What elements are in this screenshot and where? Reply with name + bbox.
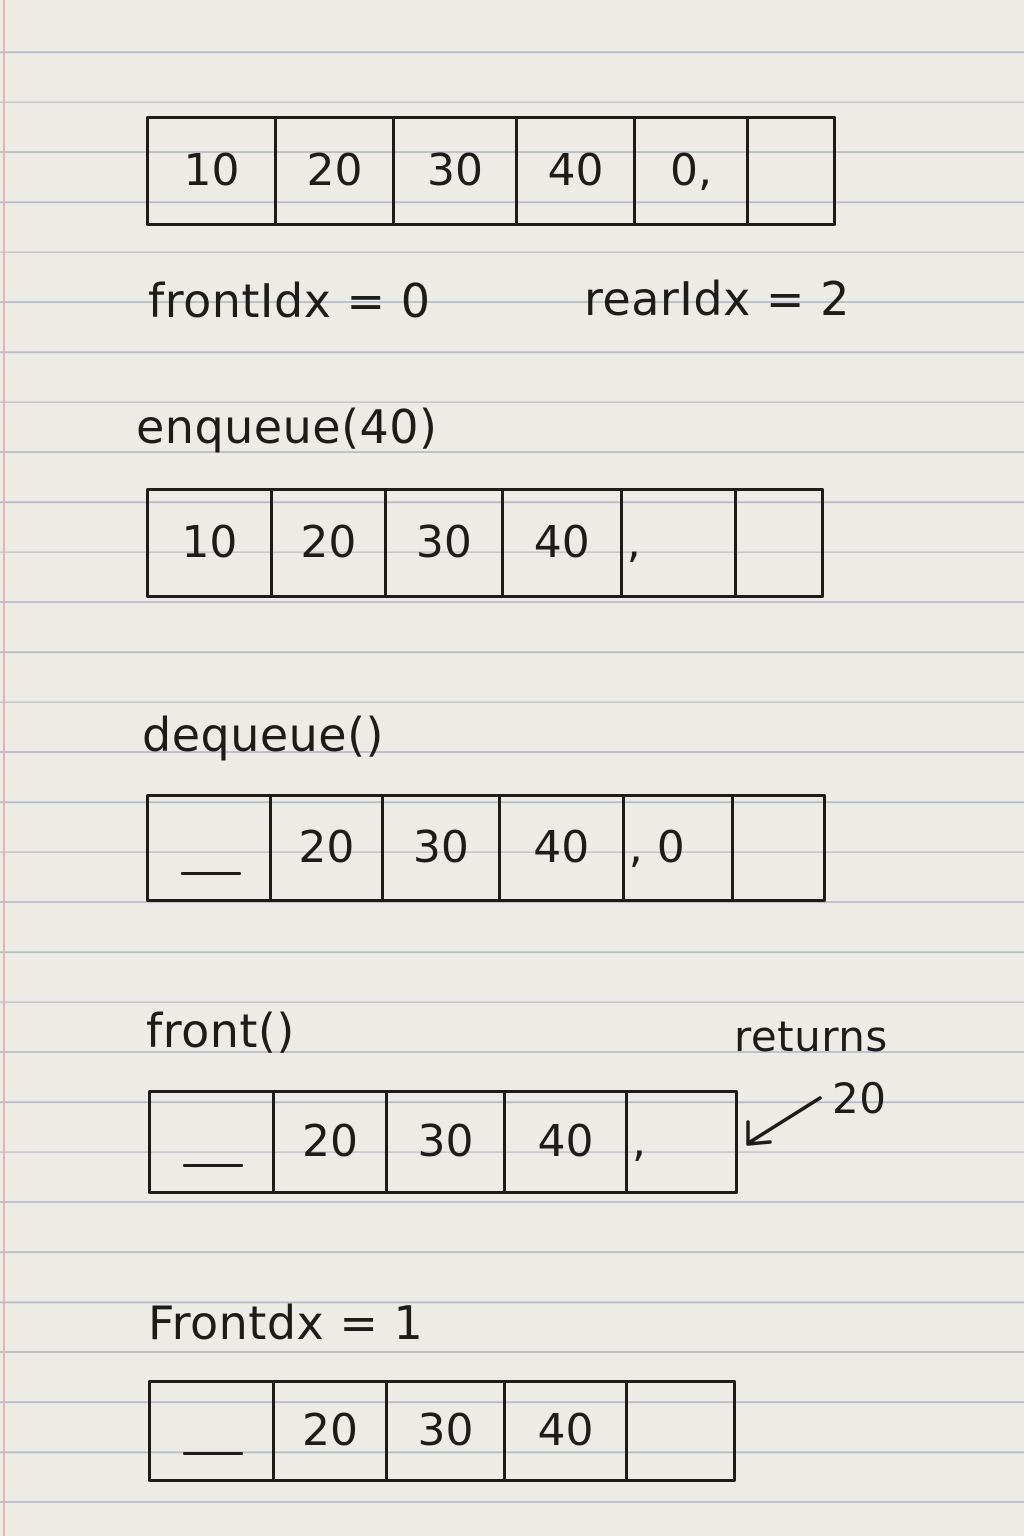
array-cell: 20 xyxy=(275,1093,388,1191)
queue-array-after-enqueue: 10 20 30 40 , xyxy=(146,488,824,598)
array-cell: 20 xyxy=(272,797,384,899)
array-cell xyxy=(734,797,823,899)
array-cell: 10 xyxy=(149,119,277,223)
array-cell: 40 xyxy=(501,797,625,899)
array-cell-empty xyxy=(151,1093,275,1191)
front-idx-label: frontIdx = 0 xyxy=(148,274,431,328)
array-cell: 30 xyxy=(395,119,518,223)
front-idx-after-label: Frontdx = 1 xyxy=(148,1296,424,1350)
front-call-label: front() xyxy=(146,1004,295,1058)
array-cell xyxy=(628,1383,732,1479)
queue-array-after-dequeue: 20 30 40 , 0 xyxy=(146,794,826,902)
queue-array-front: 20 30 40 , xyxy=(148,1090,738,1194)
array-cell-empty xyxy=(151,1383,275,1479)
arrow-icon xyxy=(746,1096,822,1146)
dequeue-label: dequeue() xyxy=(142,708,385,762)
array-cell: , 0 xyxy=(625,797,734,899)
array-cell: 30 xyxy=(388,1093,506,1191)
array-cell-empty xyxy=(149,797,272,899)
array-cell: 30 xyxy=(388,1383,506,1479)
rear-idx-label: rearIdx = 2 xyxy=(584,272,850,326)
array-cell: 20 xyxy=(273,491,387,595)
array-cell xyxy=(749,119,832,223)
returns-value: 20 xyxy=(832,1074,887,1123)
array-cell: 20 xyxy=(275,1383,388,1479)
page-margin-line xyxy=(3,0,5,1536)
queue-array-initial: 10 20 30 40 0, xyxy=(146,116,836,226)
array-cell: 40 xyxy=(506,1383,628,1479)
array-cell: 30 xyxy=(387,491,504,595)
array-cell: 40 xyxy=(504,491,623,595)
array-cell: 20 xyxy=(277,119,395,223)
array-cell: 40 xyxy=(506,1093,628,1191)
queue-array-final: 20 30 40 xyxy=(148,1380,736,1482)
array-cell: 40 xyxy=(518,119,636,223)
array-cell xyxy=(737,491,821,595)
returns-label: returns xyxy=(734,1012,888,1061)
array-cell: 0, xyxy=(636,119,749,223)
array-cell: 10 xyxy=(149,491,273,595)
array-cell: , xyxy=(632,1116,646,1167)
array-cell: 30 xyxy=(384,797,501,899)
array-cell: , xyxy=(623,491,737,595)
enqueue-label: enqueue(40) xyxy=(136,400,438,454)
